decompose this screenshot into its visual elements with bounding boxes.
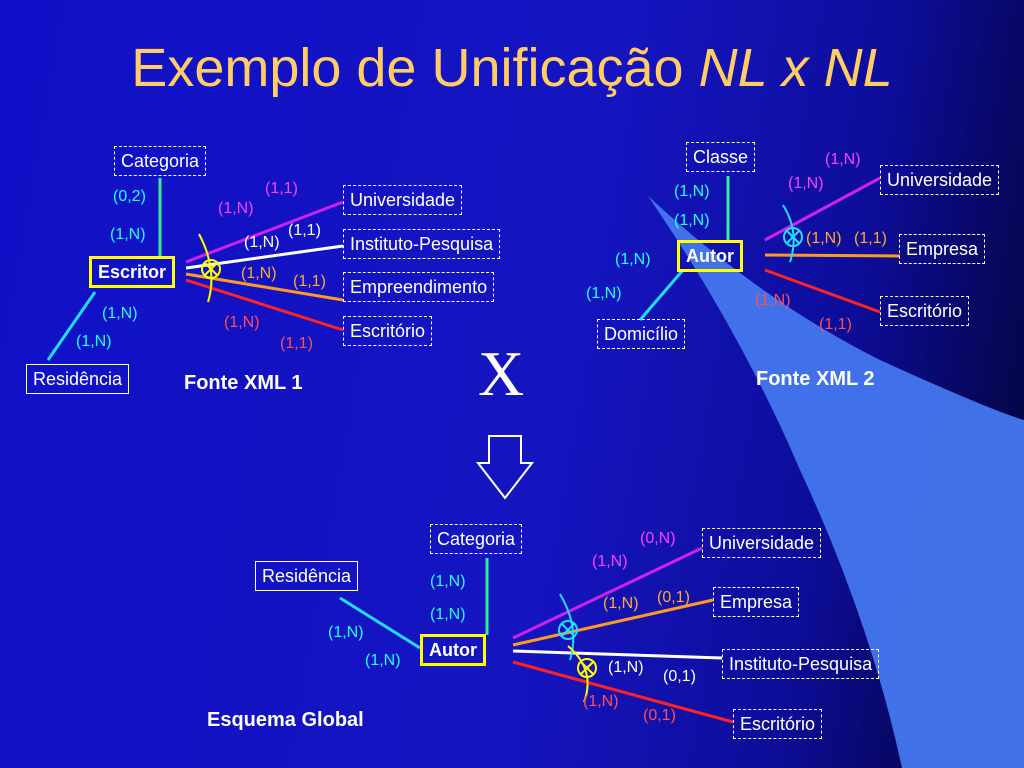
f1-card-univ-out: (1,1) [265,180,298,197]
g-card-esc-out: (0,1) [643,707,676,724]
g-residencia-element: Residência [255,561,359,591]
g-instituto-element: Instituto-Pesquisa [722,649,880,679]
g-label: Esquema Global [207,709,364,731]
f2-line-universidade [764,176,881,242]
f2-classe-element: Classe [686,142,756,172]
f1-label: Fonte XML 1 [184,372,303,394]
f2-card-emp-out: (1,1) [854,230,887,247]
f1-instituto-element: Instituto-Pesquisa [343,229,501,259]
f1-card-cat-top: (0,2) [113,188,146,205]
g-line-instituto [512,649,723,660]
f2-card-emp-in: (1,N) [806,230,842,247]
f1-card-inst-out: (1,1) [288,222,321,239]
f2-card-univ-in: (1,N) [788,175,824,192]
g-card-univ-out: (0,N) [640,530,676,547]
title-emphasis: NL x NL [698,38,893,98]
g-escritorio-element: Escritório [733,709,823,739]
f1-empreendimento-element: Empreendimento [343,272,495,302]
g-entity-autor: Autor [420,634,486,666]
f2-line-domicilio [638,269,685,321]
g-line-escritorio [512,660,734,724]
f2-card-univ-out: (1,N) [825,151,861,168]
f2-entity-autor: Autor [677,240,743,272]
f1-card-cat-bottom: (1,N) [110,226,146,243]
f2-card-esc-out: (1,1) [819,316,852,333]
g-exclusion-top-icon [558,620,578,640]
f2-card-dom-bottom: (1,N) [586,285,622,302]
f1-card-res-bottom: (1,N) [76,333,112,350]
f1-residencia-element: Residência [26,364,130,394]
f1-card-res-top: (1,N) [102,305,138,322]
g-universidade-element: Universidade [702,528,822,558]
f2-empresa-element: Empresa [899,234,986,264]
union-operator: X [478,338,525,409]
f1-card-esc-out: (1,1) [280,335,313,352]
f1-line-residencia [46,291,97,361]
g-line-universidade [512,546,703,640]
f2-line-empresa [764,253,901,258]
f1-escritorio-element: Escritório [343,316,433,346]
g-arc-bottom-icon [567,645,589,703]
g-card-emp-out: (0,1) [657,589,690,606]
g-card-inst-out: (0,1) [663,668,696,685]
f1-exclusion-icon [201,259,221,279]
f2-line-escritorio [764,268,881,314]
down-arrow-icon [475,435,535,500]
g-card-res-top: (1,N) [328,624,364,641]
f2-escritorio-element: Escritório [880,296,970,326]
title-main: Exemplo de Unificação [131,38,699,98]
f1-card-emp-in: (1,N) [241,265,277,282]
f2-arc-icon [782,204,795,263]
g-card-res-bottom: (1,N) [365,652,401,669]
g-card-cat-top: (1,N) [430,573,466,590]
g-card-cat-bottom: (1,N) [430,606,466,623]
g-empresa-element: Empresa [713,587,800,617]
g-exclusion-bottom-icon [577,658,597,678]
g-arc-top-icon [559,593,575,661]
f2-label: Fonte XML 2 [756,368,875,390]
g-card-univ-in: (1,N) [592,553,628,570]
f2-universidade-element: Universidade [880,165,1000,195]
slide-title: Exemplo de Unificação NL x NL [0,38,1024,98]
f1-line-universidade [185,200,344,264]
g-line-empresa [512,598,714,647]
f1-card-univ-in: (1,N) [218,200,254,217]
f1-line-instituto [185,244,344,270]
g-line-residencia [339,596,421,650]
f2-card-dom-top: (1,N) [615,251,651,268]
f1-card-emp-out: (1,1) [293,273,326,290]
g-card-inst-in: (1,N) [608,659,644,676]
decorative-sweep [648,196,1024,768]
f2-card-cls-top: (1,N) [674,183,710,200]
g-card-esc-in: (1,N) [583,693,619,710]
f1-line-escritorio [185,278,344,332]
f2-card-cls-bottom: (1,N) [674,212,710,229]
g-categoria-element: Categoria [430,524,523,554]
f1-card-inst-in: (1,N) [244,234,280,251]
f2-card-esc-in: (1,N) [755,292,791,309]
f1-categoria-element: Categoria [114,146,207,176]
f2-domicilio-element: Domicílio [597,319,686,349]
f1-universidade-element: Universidade [343,185,463,215]
g-card-emp-in: (1,N) [603,595,639,612]
f1-entity-escritor: Escritor [89,256,176,288]
f1-card-esc-in: (1,N) [224,314,260,331]
f2-exclusion-icon [783,227,803,247]
